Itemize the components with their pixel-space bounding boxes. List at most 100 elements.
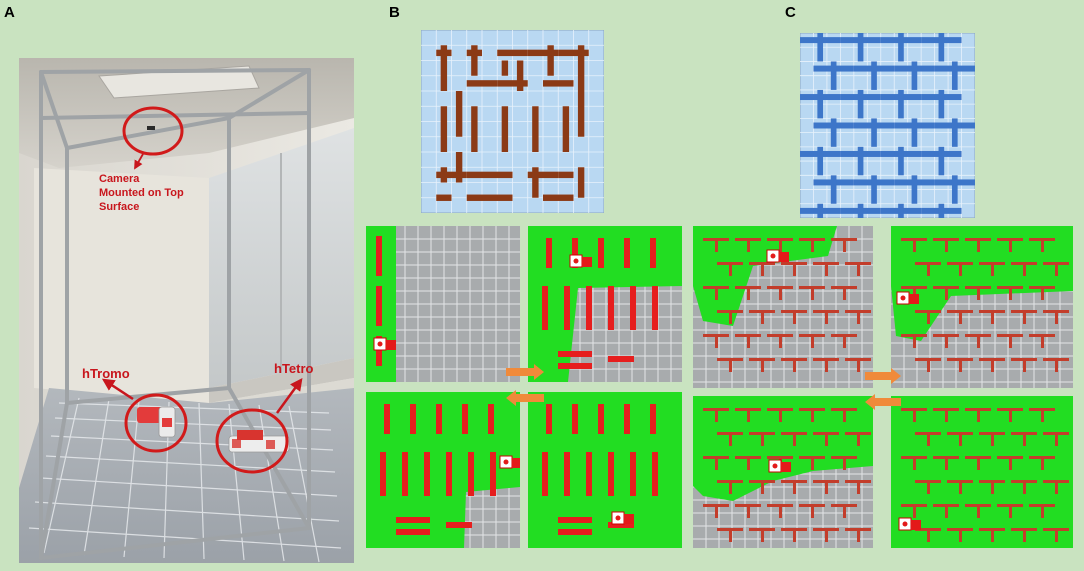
- covered-area: [528, 392, 682, 548]
- robot-marker-dot: [902, 521, 908, 527]
- htromo-arrow: [101, 378, 134, 401]
- robot-marker-dot: [503, 459, 509, 465]
- test-arena-illustration: [19, 58, 354, 563]
- obstacle-bar: [761, 262, 764, 276]
- obstacle-bar: [747, 238, 750, 252]
- obstacle-bar: [608, 452, 614, 496]
- obstacle-bar: [1041, 456, 1044, 470]
- obstacle-bar: [1023, 310, 1026, 324]
- robot-marker: [582, 257, 592, 267]
- obstacle-bar: [811, 334, 814, 348]
- robot-marker: [624, 514, 634, 524]
- obstacle-bar: [1023, 432, 1026, 446]
- obstacle-bar: [564, 452, 570, 496]
- tromino-block: [436, 194, 452, 201]
- obstacle-bar: [1041, 334, 1044, 348]
- tromino-tiling-svg: [421, 30, 604, 213]
- tromino-tiling-map: [421, 30, 604, 213]
- covered-area: [693, 226, 837, 326]
- obstacle-bar: [825, 432, 828, 446]
- obstacle-bar: [857, 480, 860, 494]
- tetromino-coverage-sequence: [693, 226, 1073, 548]
- robot-marker: [911, 520, 921, 530]
- obstacle-bar: [1055, 310, 1058, 324]
- htromo-label: hTromo: [82, 366, 130, 381]
- tetromino-block: [857, 203, 864, 218]
- htetro-label: hTetro: [274, 361, 314, 376]
- obstacle-bar: [927, 480, 930, 494]
- panel-label-b: B: [389, 4, 400, 21]
- tromino-block: [532, 106, 539, 152]
- obstacle-bar: [991, 310, 994, 324]
- htetro-robot: [228, 430, 290, 453]
- obstacle-bar: [857, 262, 860, 276]
- obstacle-bar: [747, 408, 750, 422]
- obstacle-bar: [652, 286, 658, 330]
- obstacle-bar: [977, 408, 980, 422]
- obstacle-bar: [977, 334, 980, 348]
- obstacle-bar: [586, 452, 592, 496]
- obstacle-bar: [959, 432, 962, 446]
- tetromino-block: [911, 175, 918, 204]
- obstacle-bar: [624, 404, 630, 434]
- tromino-block: [547, 45, 554, 76]
- obstacle-bar: [927, 358, 930, 372]
- tetromino-block: [817, 89, 824, 119]
- obstacle-bar: [564, 286, 570, 330]
- obstacle-bar: [811, 286, 814, 300]
- obstacle-bar: [959, 262, 962, 276]
- obstacle-bar: [1023, 480, 1026, 494]
- obstacle-bar: [843, 286, 846, 300]
- obstacle-bar: [572, 238, 578, 268]
- obstacle-bar: [945, 334, 948, 348]
- obstacle-bar: [1041, 408, 1044, 422]
- obstacle-bar: [977, 456, 980, 470]
- tetromino-coverage-step-4: [891, 396, 1073, 548]
- tromino-block: [577, 167, 585, 198]
- obstacle-bar: [825, 480, 828, 494]
- tetromino-block: [938, 33, 945, 62]
- obstacle-bar: [927, 262, 930, 276]
- tromino-block: [436, 171, 467, 179]
- tromino-block: [501, 60, 509, 76]
- obstacle-bar: [927, 310, 930, 324]
- obstacle-bar: [598, 238, 604, 268]
- obstacle-bar: [608, 522, 634, 528]
- obstacle-bar: [652, 452, 658, 496]
- obstacle-bar: [825, 528, 828, 542]
- tetromino-block: [951, 118, 958, 147]
- obstacle-bar: [793, 480, 796, 494]
- obstacle-bar: [1041, 286, 1044, 300]
- covered-area: [693, 396, 873, 501]
- htetro-arrow: [275, 377, 303, 414]
- tetromino-block: [898, 203, 904, 218]
- tromino-block: [497, 80, 528, 87]
- obstacle-bar: [913, 334, 916, 348]
- tromino-block: [562, 106, 570, 152]
- obstacle-bar: [779, 286, 782, 300]
- obstacle-bar: [857, 528, 860, 542]
- obstacle-bar: [1055, 528, 1058, 542]
- obstacle-bar: [462, 404, 468, 434]
- obstacle-bar: [715, 286, 718, 300]
- panel-label-c: C: [785, 4, 796, 21]
- tetromino-block: [898, 89, 904, 119]
- obstacle-bar: [959, 310, 962, 324]
- obstacle-bar: [542, 286, 548, 330]
- tromino-block: [543, 80, 574, 87]
- tetromino-coverage-step-3: [693, 396, 873, 548]
- obstacle-bar: [1009, 408, 1012, 422]
- tetromino-block: [938, 146, 945, 176]
- obstacle-bar: [446, 452, 452, 496]
- tetromino-block: [857, 89, 864, 119]
- tromino-block: [577, 91, 585, 137]
- obstacle-bar: [446, 522, 472, 528]
- obstacle-bar: [558, 363, 592, 369]
- tromino-block: [471, 106, 478, 152]
- obstacle-bar: [779, 504, 782, 518]
- obstacle-bar: [424, 452, 430, 496]
- obstacle-bar: [825, 310, 828, 324]
- robot-marker-dot: [772, 463, 778, 469]
- obstacle-bar: [376, 236, 382, 276]
- tromino-block: [440, 45, 448, 91]
